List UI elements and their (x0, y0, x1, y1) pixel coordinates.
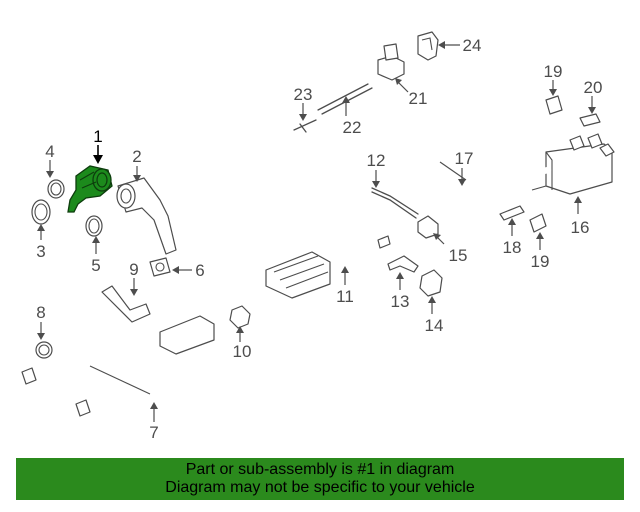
part-8-gasket[interactable] (35, 341, 53, 359)
part-3-gasket[interactable] (31, 199, 51, 225)
banner-line-disclaimer: Diagram may not be specific to your vehi… (165, 479, 475, 496)
part-9-bracket[interactable] (101, 285, 151, 323)
part-21-vacuum-unit[interactable] (377, 43, 405, 81)
callout-19-bottom: 19 (531, 252, 550, 271)
callout-8: 8 (36, 303, 45, 322)
part-19-clamp-bottom[interactable] (529, 213, 547, 233)
callout-2: 2 (132, 147, 141, 166)
part-14-clamp[interactable] (419, 269, 443, 297)
info-banner: Part or sub-assembly is #1 in diagram Di… (16, 458, 624, 500)
callout-12: 12 (367, 151, 386, 170)
callout-4: 4 (45, 142, 54, 161)
callout-19-top: 19 (544, 62, 563, 81)
callout-11: 11 (336, 287, 354, 306)
part-19-clamp-top[interactable] (545, 95, 563, 115)
callout-15: 15 (449, 246, 468, 265)
callout-1: 1 (93, 127, 102, 146)
part-11-center-pipe[interactable] (226, 212, 416, 316)
part-16-rear-muffler[interactable] (545, 133, 615, 195)
callout-24: 24 (463, 36, 482, 55)
callout-22: 22 (343, 118, 362, 137)
part-7-front-pipe[interactable] (21, 315, 230, 417)
part-4-gasket[interactable] (47, 179, 65, 199)
part-2-converter-pipe[interactable] (116, 177, 177, 255)
part-13-bracket[interactable] (387, 255, 419, 273)
part-24-bracket[interactable] (417, 31, 439, 61)
callout-7: 7 (149, 423, 158, 442)
callout-17: 17 (455, 149, 474, 168)
part-1-highlighted-converter[interactable] (67, 165, 113, 213)
banner-line-part: Part or sub-assembly is #1 in diagram (185, 461, 455, 478)
callout-13: 13 (391, 292, 410, 311)
callout-9: 9 (129, 260, 138, 279)
callout-18: 18 (503, 238, 522, 257)
part-18-bracket[interactable] (499, 205, 525, 221)
exhaust-system-diagram: 1 2 3 4 5 6 7 8 9 10 11 12 13 14 15 16 1… (21, 31, 615, 442)
part-17-rear-pipe[interactable] (396, 124, 552, 212)
part-10-clamp[interactable] (229, 305, 251, 329)
callout-20: 20 (584, 78, 603, 97)
part-6-gasket[interactable] (149, 257, 171, 277)
callout-10: 10 (233, 342, 252, 361)
callout-5: 5 (91, 256, 100, 275)
callout-21: 21 (409, 89, 428, 108)
callout-23: 23 (294, 85, 313, 104)
callout-6: 6 (195, 261, 204, 280)
part-15-clamp[interactable] (417, 215, 439, 239)
part-20-bracket[interactable] (579, 113, 601, 127)
callout-14: 14 (425, 316, 444, 335)
callout-3: 3 (36, 242, 45, 261)
part-5-gasket[interactable] (85, 215, 103, 237)
part-12-hanger[interactable] (371, 187, 419, 219)
part-23-link[interactable] (293, 119, 317, 133)
callout-16: 16 (571, 218, 590, 237)
